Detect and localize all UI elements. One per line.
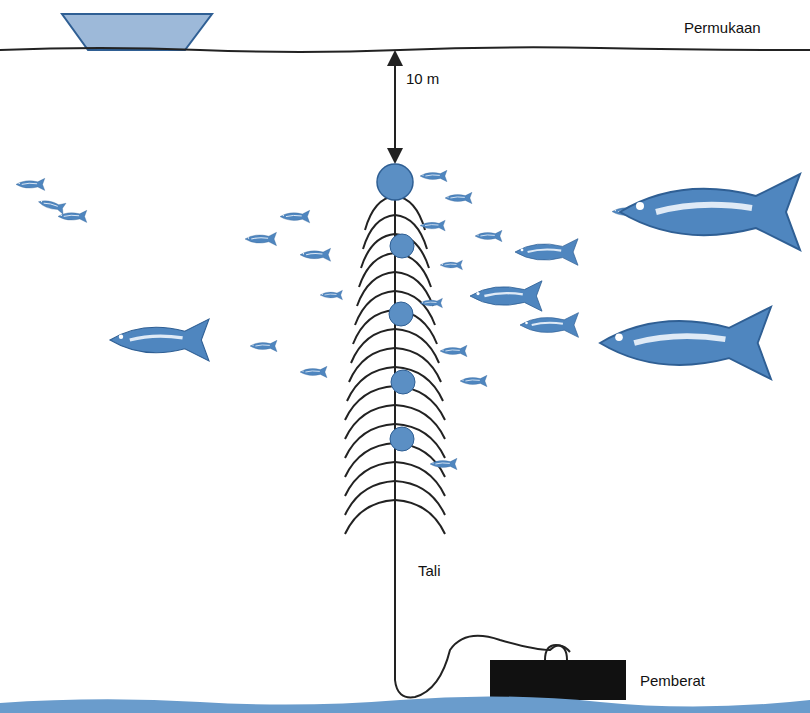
label: Pemberat: [640, 672, 705, 689]
frond-stroke: [349, 348, 395, 382]
frond-stroke: [359, 253, 395, 287]
frond-stroke: [345, 481, 395, 515]
frond-stroke: [345, 386, 395, 420]
frond-stroke: [395, 500, 445, 534]
boat: [62, 14, 212, 50]
frond-stroke: [361, 234, 395, 268]
float: [377, 164, 413, 200]
label: Permukaan: [684, 19, 761, 36]
frond-stroke: [351, 329, 395, 363]
frond-stroke: [365, 196, 395, 230]
sea-floor: [0, 696, 810, 713]
attractor-fronds: [345, 196, 445, 534]
frond-stroke: [357, 272, 395, 306]
frond-stroke: [345, 424, 395, 458]
fish-school: [16, 170, 800, 469]
frond-stroke: [345, 405, 395, 439]
small-floats: [389, 234, 415, 451]
weight-block: [490, 660, 626, 700]
frond-stroke: [395, 329, 439, 363]
frond-stroke: [345, 443, 395, 477]
label: Tali: [418, 562, 441, 579]
label: 10 m: [406, 70, 439, 87]
frond-stroke: [395, 481, 445, 515]
frond-stroke: [395, 196, 425, 230]
frond-stroke: [347, 367, 395, 401]
frond-stroke: [345, 462, 395, 496]
rope: [395, 190, 570, 697]
water-surface: [0, 47, 810, 52]
frond-stroke: [355, 291, 395, 325]
frond-stroke: [345, 500, 395, 534]
depth-arrow: [394, 58, 396, 156]
